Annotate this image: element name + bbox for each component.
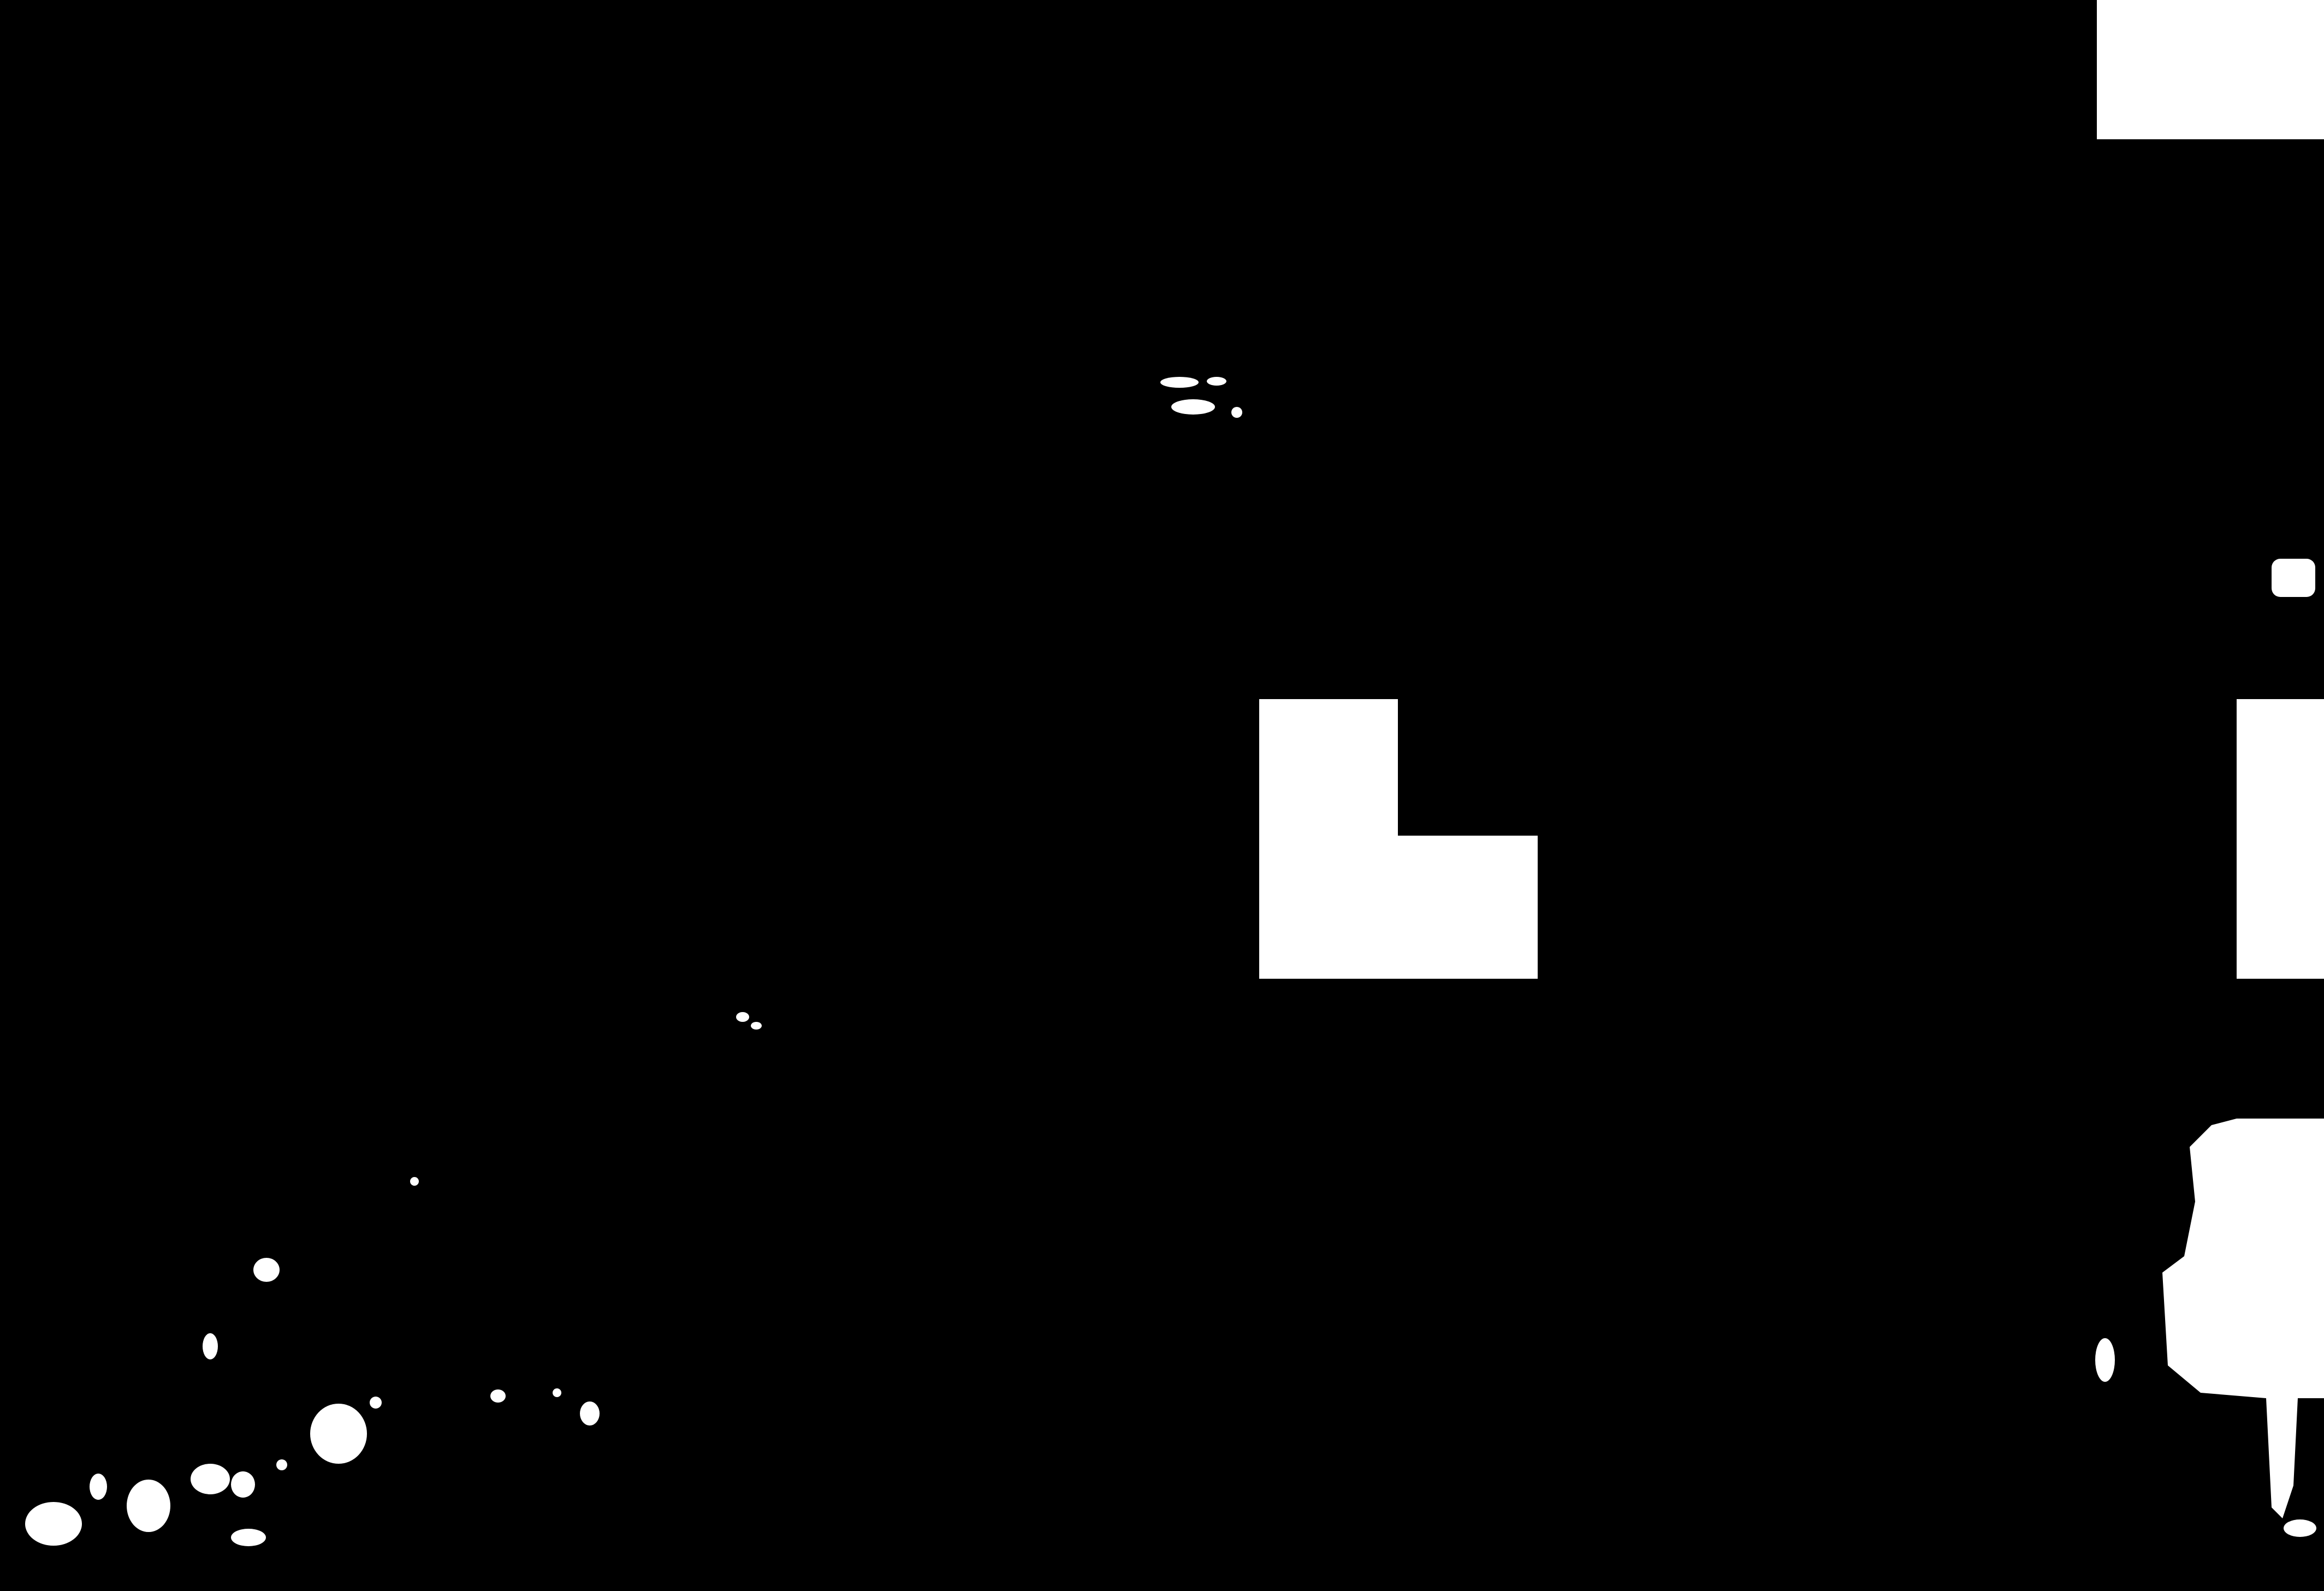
mask-blob-bottom-right	[2284, 1519, 2316, 1537]
mask-foreground	[25, 0, 2324, 1546]
mask-region-lower-right	[2162, 1119, 2324, 1518]
mask-region-right-tall	[2237, 699, 2324, 979]
mask-region-right-mid	[2272, 559, 2315, 597]
mask-region-top-right	[2097, 0, 2324, 139]
mask-region-lower-left-blobs	[25, 1177, 600, 1546]
mask-blob-lower-right	[2095, 1338, 2115, 1382]
mask-region-upper-center	[1160, 377, 1242, 418]
mask-region-center-left	[736, 1012, 762, 1030]
mask-region-center-l-shape	[1259, 699, 1538, 979]
